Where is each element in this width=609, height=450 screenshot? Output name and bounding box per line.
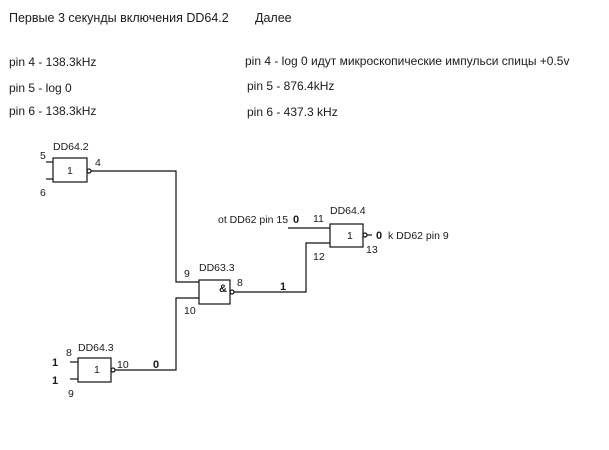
signal-dd64-4-output-level: 0: [376, 230, 382, 242]
signal-dd64-4-input-source: ot DD62 pin 15: [218, 214, 288, 226]
measurement-first-pin6: pin 6 - 138.3kHz: [9, 104, 97, 118]
wire-dd64-3-to-dd63-3: [115, 297, 199, 371]
measurement-next-pin5: pin 5 - 876.4kHz: [247, 79, 335, 93]
gate-dd64-2-pin-out: 4: [95, 157, 101, 169]
gate-dd64-3-name: DD64.3: [78, 342, 114, 354]
gate-dd64-2-name: DD64.2: [53, 141, 89, 153]
gate-dd64-3-pin-in-a: 8: [66, 347, 72, 359]
next-label: Далее: [255, 11, 292, 25]
gate-dd64-3-pin-in-b: 9: [68, 388, 74, 400]
gate-dd64-2-pin-in-b: 6: [40, 187, 46, 199]
gate-dd64-2-pin-in-a: 5: [40, 150, 46, 162]
gate-dd64-4-pin-in-a: 11: [313, 213, 324, 225]
gate-dd63-3-pin-out: 8: [237, 277, 243, 289]
gate-dd64-4-inverter-bubble: [362, 232, 368, 238]
measurement-first-pin5: pin 5 - log 0: [9, 81, 72, 95]
gate-dd64-3-inverter-bubble: [110, 367, 116, 373]
wire-dd64-2-to-dd63-3: [91, 170, 199, 283]
gate-dd63-3-name: DD63.3: [199, 262, 235, 274]
signal-dd64-3-input-b-level: 1: [52, 375, 58, 387]
gate-dd63-3-pin-in-b: 10: [184, 305, 196, 317]
gate-dd63-3-inverter-bubble: [229, 289, 235, 295]
measurement-next-pin6: pin 6 - 437.3 kHz: [247, 105, 338, 119]
gate-dd63-3-pin-in-a: 9: [184, 268, 190, 280]
gate-dd64-2-inverter-bubble: [86, 168, 92, 174]
signal-dd63-3-output-level: 1: [280, 281, 286, 293]
signal-dd64-4-output-dest: k DD62 pin 9: [388, 230, 449, 242]
gate-dd64-4-pin-out: 13: [366, 244, 378, 256]
signal-dd64-3-output-level: 0: [153, 359, 159, 371]
gate-dd64-2-symbol: 1: [67, 165, 73, 177]
signal-dd64-4-input-level: 0: [293, 214, 299, 226]
measurement-next-pin4: pin 4 - log 0 идут микроскопические импу…: [245, 54, 570, 68]
measurement-first-pin4: pin 4 - 138.3kHz: [9, 55, 97, 69]
signal-dd64-3-input-a-level: 1: [52, 357, 58, 369]
gate-dd63-3-symbol: &: [219, 283, 227, 295]
page-title: Первые 3 секунды включения DD64.2: [9, 11, 229, 25]
gate-dd64-4-name: DD64.4: [330, 205, 366, 217]
gate-dd64-4-pin-in-b: 12: [313, 251, 325, 263]
gate-dd64-3-pin-out: 10: [117, 359, 129, 371]
gate-dd64-3-symbol: 1: [94, 364, 100, 376]
gate-dd64-4-symbol: 1: [347, 230, 353, 242]
wire-dd63-3-to-dd64-4: [234, 242, 330, 293]
